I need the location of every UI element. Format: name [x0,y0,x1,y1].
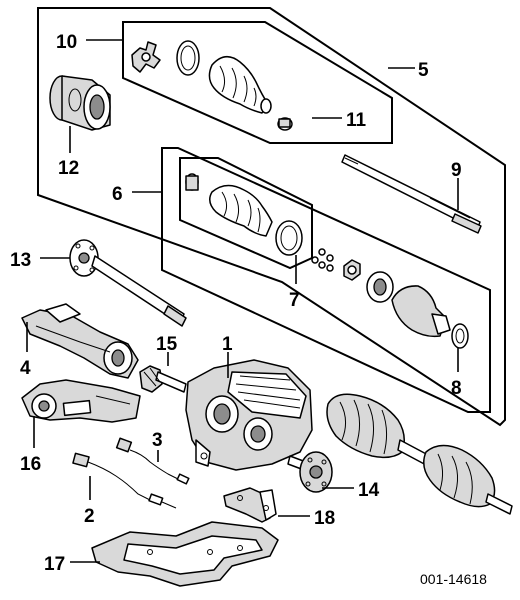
assembly-frame-shaft [161,147,491,413]
part-2-sensor [72,452,177,509]
half-shaft-assembly [326,393,513,515]
callout-9: 9 [451,160,462,181]
callout-15: 15 [156,334,178,355]
callout-8: 8 [451,378,462,399]
part-7-boot-kit [185,173,303,256]
part-13-axle-flange [69,239,187,327]
callout-labels: 10 5 12 11 9 6 7 8 13 4 15 1 16 3 2 14 1… [10,32,462,575]
part-1-differential-carrier [185,359,313,471]
leader-lines [26,39,459,563]
part-15-pinion [139,365,187,393]
callout-12: 12 [58,158,79,179]
callout-13: 13 [10,250,31,271]
callout-6: 6 [112,184,123,205]
callout-7: 7 [289,290,300,311]
part-18-bracket [223,487,277,523]
part-11-boot-kit [176,40,293,131]
part-3-sensor [115,437,190,485]
callout-16: 16 [20,454,41,475]
callout-5: 5 [418,60,429,81]
assembly-frame-outer [37,7,506,427]
part-6-cv-joint-parts [311,248,469,349]
part-12-housing [49,75,111,131]
callout-14: 14 [358,480,380,501]
callout-1: 1 [222,334,233,355]
callout-3: 3 [152,430,163,451]
part-14-flange [287,451,333,493]
part-4-mount-bracket [21,303,139,379]
callout-18: 18 [314,508,335,529]
part-9-axle-shaft [341,154,482,234]
part-16-crossmember [21,379,141,423]
reference-code: 001-14618 [420,571,487,587]
callout-4: 4 [20,358,31,379]
part-17-skid-plate [91,521,279,587]
callout-2: 2 [84,506,95,527]
callout-17: 17 [44,554,65,575]
callout-10: 10 [56,32,77,53]
part-10-spider [131,41,161,73]
assembly-frame-boot-kit-upper [122,21,393,144]
callout-11: 11 [346,110,367,131]
